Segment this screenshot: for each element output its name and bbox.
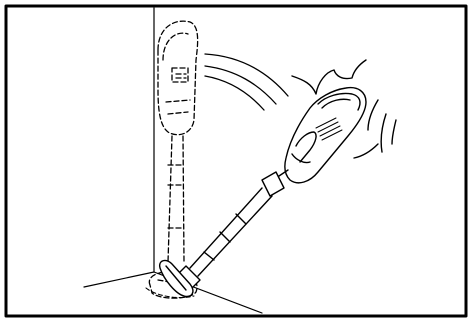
border-frame [6,6,466,316]
floor-nozzle [160,261,200,297]
vacuum-falling-solid [190,88,366,276]
vacuum-standing-dashed-outline [149,21,197,298]
fall-motion-arcs [205,54,288,110]
